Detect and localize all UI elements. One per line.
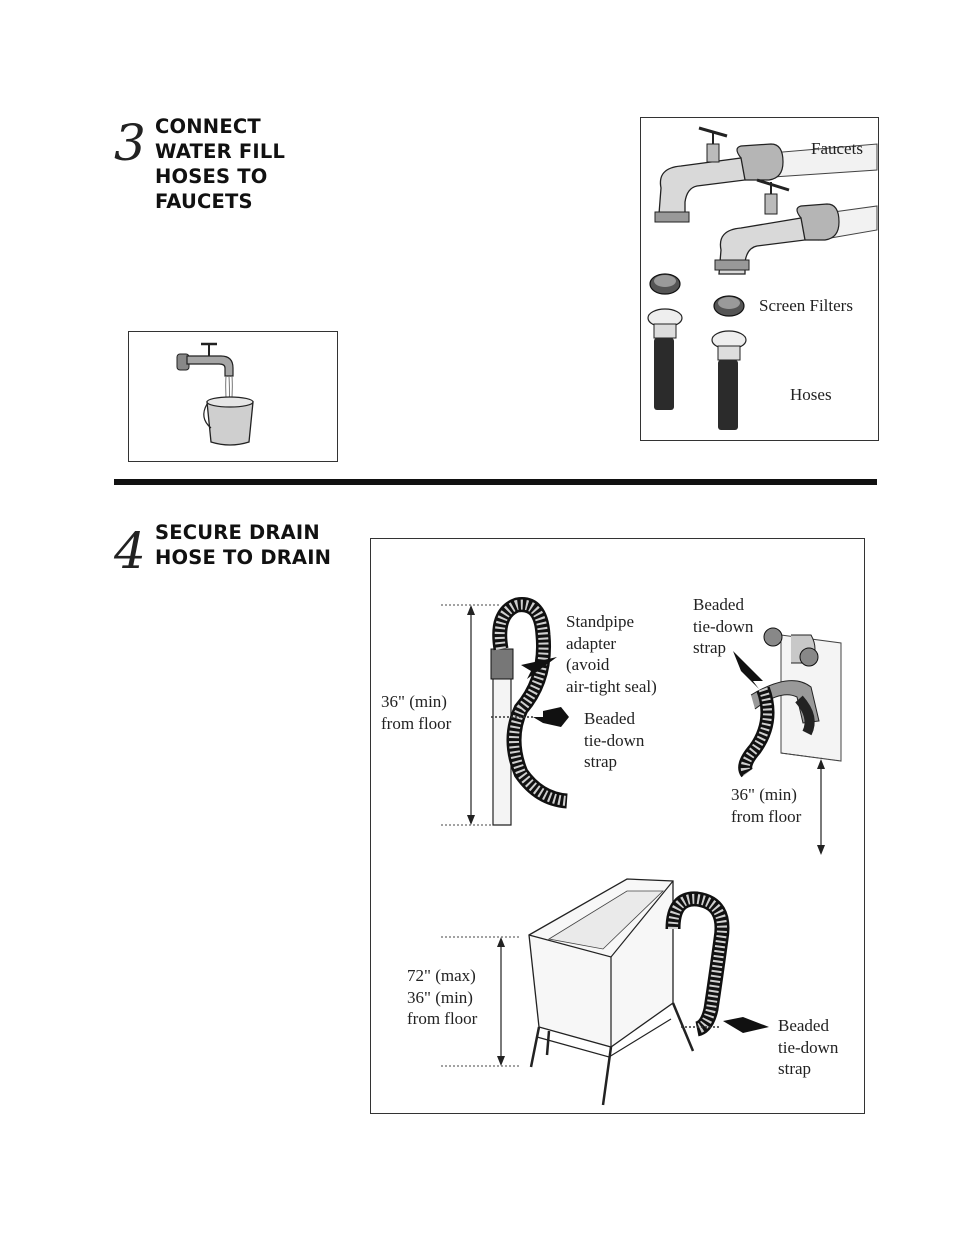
step-3-title-line-3: HOSES TO	[155, 165, 268, 188]
step-4-number: 4	[114, 522, 146, 580]
step-3-title-line-2: WATER FILL	[155, 140, 286, 163]
flush-faucet-illustration-box	[128, 331, 338, 462]
sink-height-line-2: from floor	[731, 806, 802, 826]
tub-strap-line-1: Beaded	[778, 1016, 829, 1035]
sink-height-label: 36" (min) from floor	[731, 784, 801, 827]
faucets-label: Faucets	[811, 139, 863, 158]
standpipe-strap-line-3: strap	[584, 752, 618, 771]
hoses-label: Hoses	[790, 385, 832, 404]
step-4-title: SECURE DRAIN HOSE TO DRAIN	[155, 520, 331, 570]
standpipe-adapter-line-4: air-tight seal)	[566, 676, 657, 696]
standpipe-strap-line-1: Beaded	[584, 709, 635, 728]
standpipe-height-line-1: 36" (min)	[381, 692, 447, 711]
standpipe-strap-line-2: tie-down	[584, 730, 645, 750]
step-3-number: 3	[114, 114, 146, 172]
faucet-bucket-icon	[176, 342, 254, 446]
standpipe-adapter-label: Standpipe adapter (avoid air-tight seal)	[566, 611, 657, 697]
sink-strap-label: Beaded tie-down strap	[693, 594, 753, 659]
step-4-title-line-1: SECURE DRAIN	[155, 521, 320, 544]
standpipe-adapter-line-1: Standpipe	[566, 612, 634, 631]
sink-height-line-1: 36" (min)	[731, 785, 797, 804]
step-3-title-line-1: CONNECT	[155, 115, 261, 138]
sink-strap-line-2: tie-down	[693, 616, 754, 636]
standpipe-height-label: 36" (min) from floor	[381, 691, 451, 734]
drain-illustration-box	[370, 538, 865, 1114]
step-4-title-line-2: HOSE TO DRAIN	[155, 546, 332, 569]
tub-height-label: 72" (max) 36" (min) from floor	[407, 965, 477, 1030]
tub-height-line-2: 36" (min)	[407, 987, 473, 1007]
section-divider	[114, 479, 877, 485]
screen-filters-label: Screen Filters	[759, 296, 853, 315]
standpipe-adapter-line-3: (avoid	[566, 655, 610, 674]
tub-strap-label: Beaded tie-down strap	[778, 1015, 838, 1080]
tub-height-line-3: from floor	[407, 1009, 478, 1028]
sink-strap-line-3: strap	[693, 638, 727, 657]
step-3-title: CONNECT WATER FILL HOSES TO FAUCETS	[155, 114, 285, 214]
faucets-hoses-illustration-box	[640, 117, 879, 441]
tub-height-line-1: 72" (max)	[407, 966, 476, 985]
standpipe-adapter-line-2: adapter	[566, 633, 617, 653]
standpipe-strap-label: Beaded tie-down strap	[584, 708, 644, 773]
step-3-title-line-4: FAUCETS	[155, 190, 253, 213]
standpipe-height-line-2: from floor	[381, 713, 452, 733]
tub-strap-line-3: strap	[778, 1059, 812, 1078]
sink-strap-line-1: Beaded	[693, 595, 744, 614]
drain-drawings	[441, 597, 842, 1106]
tub-strap-line-2: tie-down	[778, 1037, 839, 1057]
faucets-hoses-drawing	[647, 126, 878, 430]
